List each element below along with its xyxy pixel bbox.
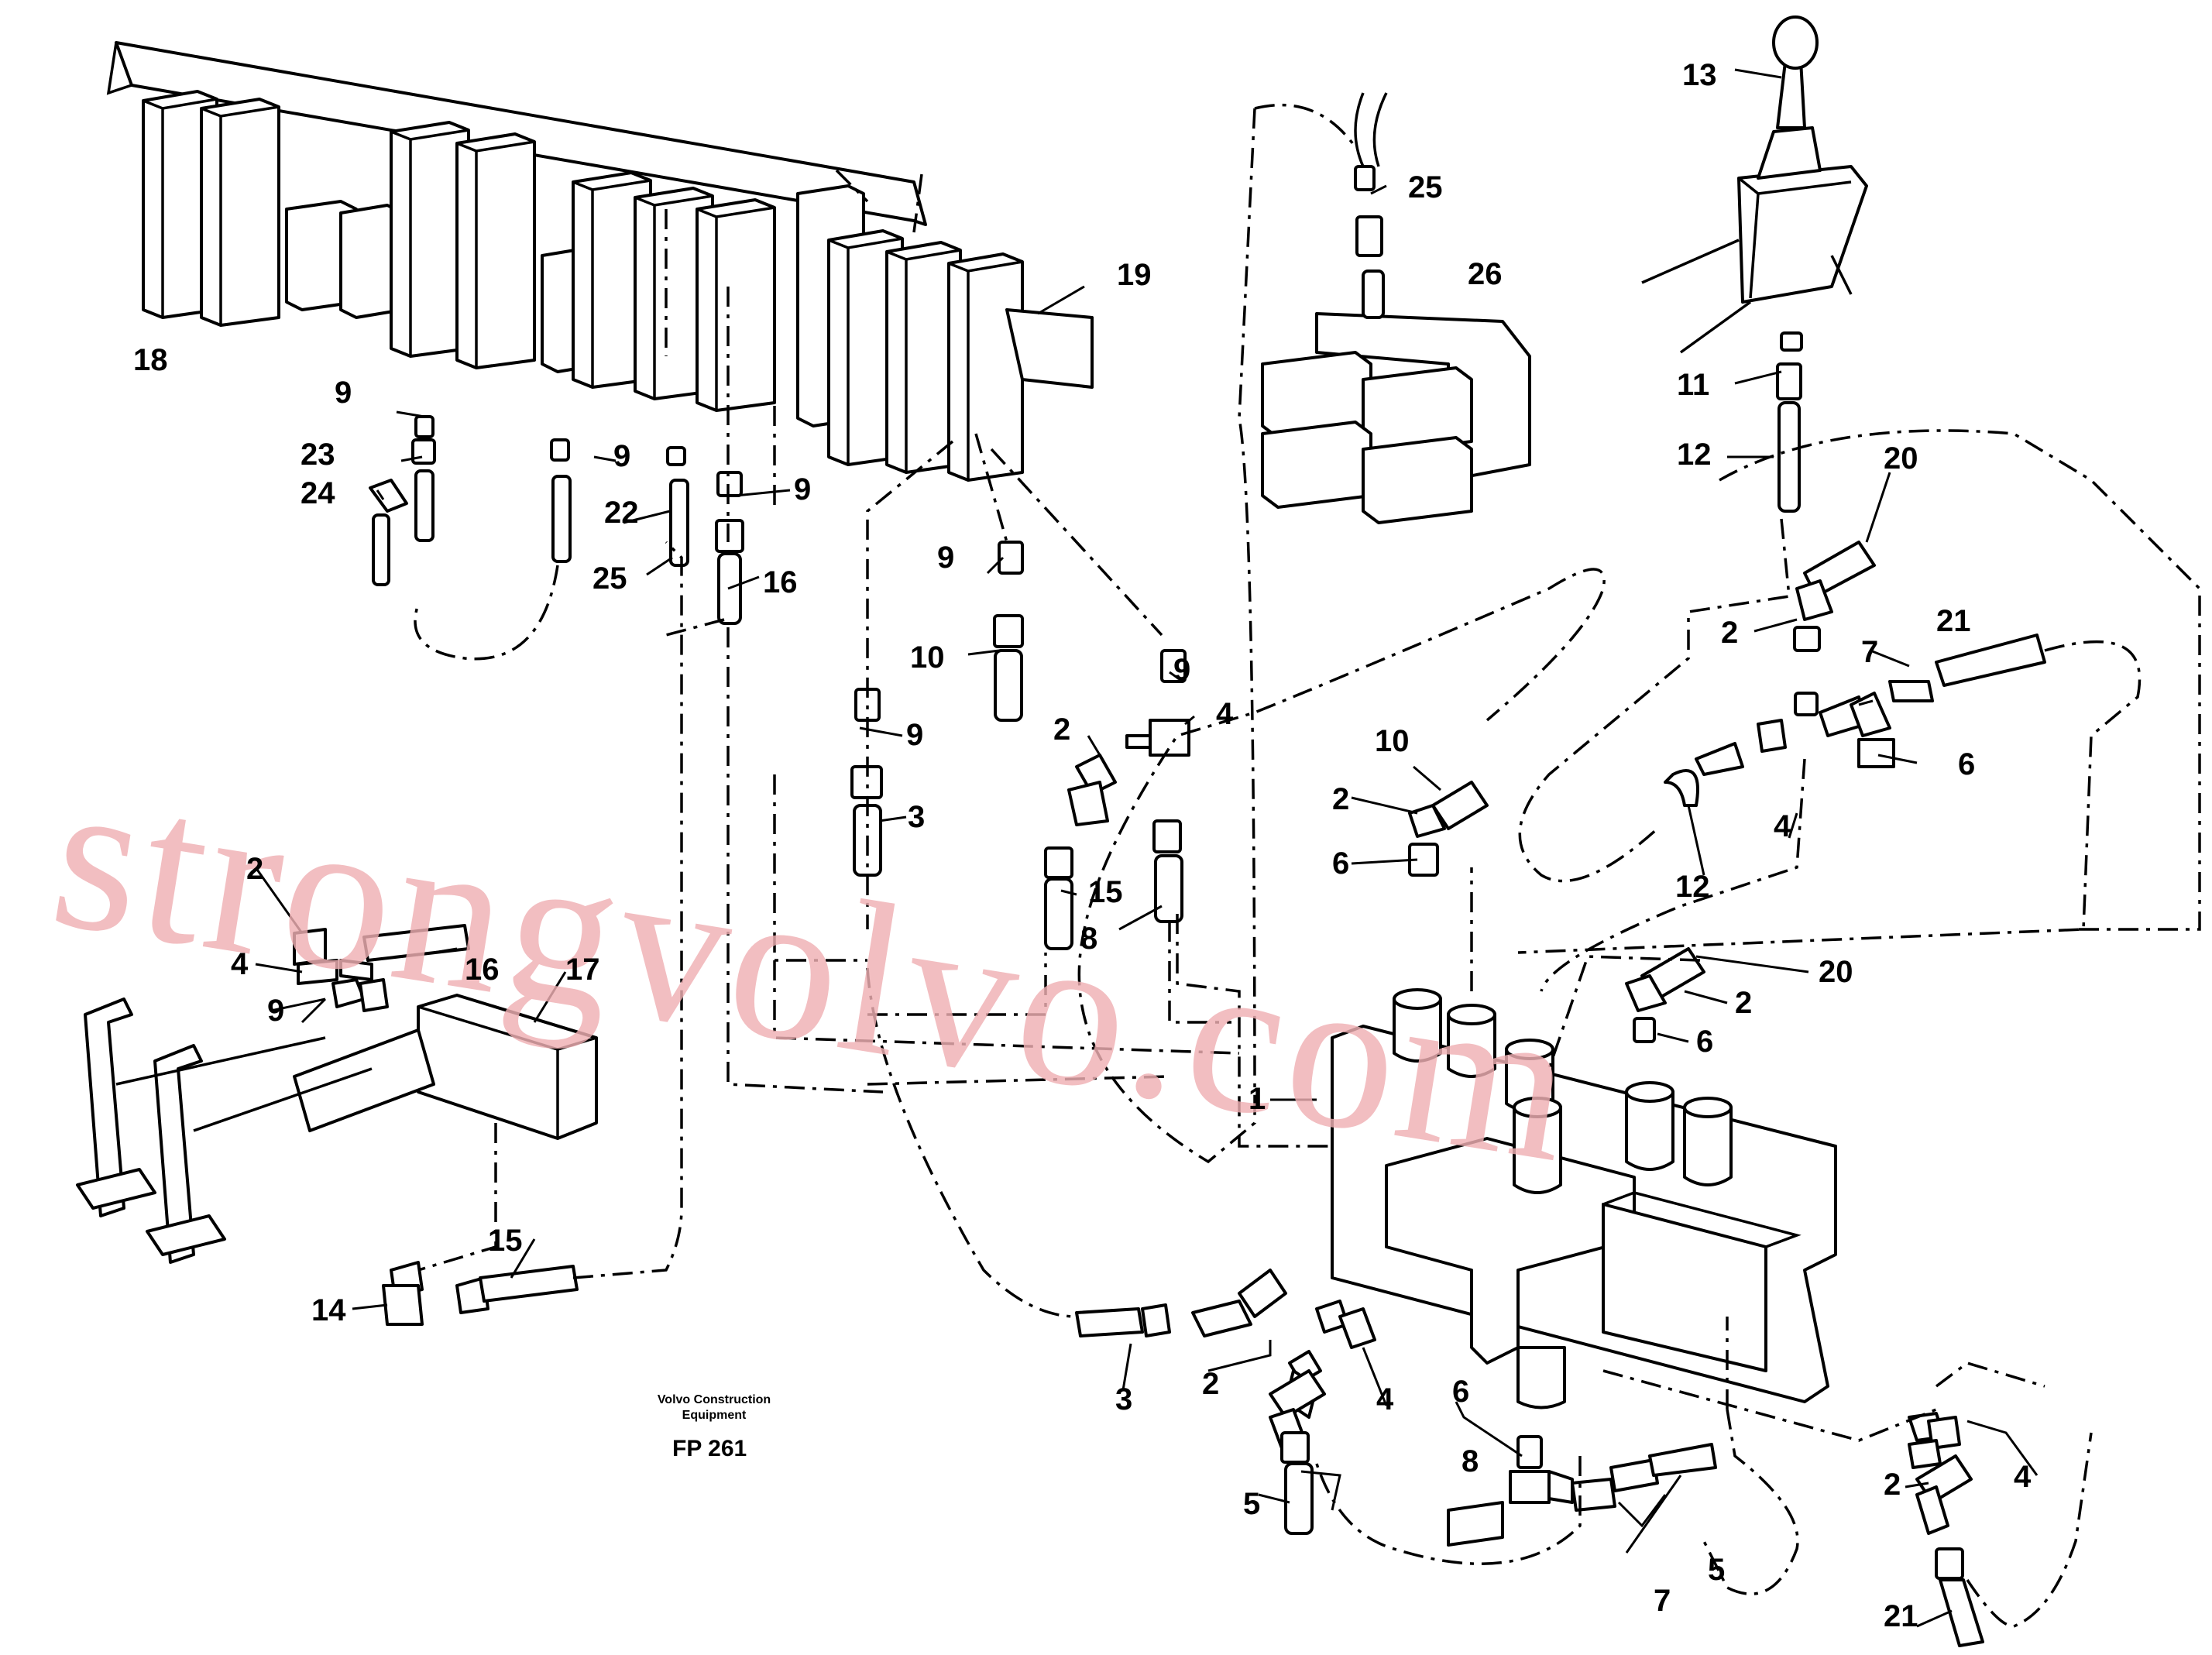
callout-label: 9 — [794, 472, 811, 506]
callout-label: 3 — [1115, 1382, 1132, 1416]
callout-label: 1 — [1249, 1082, 1266, 1116]
callout-label: 21 — [1936, 604, 1971, 638]
callout-label: 9 — [937, 541, 954, 575]
pilot-cap — [1393, 988, 1442, 1063]
callout-label: 2 — [246, 852, 263, 886]
callout-label: 15 — [1088, 875, 1123, 909]
foot-pedal-valve — [76, 994, 598, 1264]
callout-label: 20 — [1819, 955, 1853, 989]
callout-label: 23 — [301, 438, 335, 472]
callout-label: 6 — [1332, 846, 1349, 881]
callout-label: 6 — [1696, 1025, 1713, 1059]
callout-label: 4 — [2014, 1460, 2032, 1494]
manufacturer-line1: Volvo Construction — [658, 1393, 771, 1406]
valve-block — [947, 252, 1024, 482]
leader-lines — [254, 68, 2039, 1628]
hose-routing — [414, 103, 2201, 1628]
callout-label: 10 — [910, 640, 945, 675]
control-valve-assembly — [1331, 988, 1837, 1409]
valve-block — [827, 229, 904, 466]
pilot-cap — [1683, 1097, 1733, 1186]
callout-label: 2 — [1735, 986, 1752, 1020]
drawing-caption: Volvo Construction Equipment FP 261 — [658, 1393, 771, 1461]
callout-label: 19 — [1117, 258, 1152, 292]
callout-label: 9 — [906, 718, 923, 752]
callout-label: 5 — [1243, 1487, 1260, 1521]
manufacturer-line2: Equipment — [682, 1409, 747, 1422]
watermark-text: strongvolvo.com — [39, 730, 1591, 1208]
callout-label: 13 — [1682, 58, 1717, 92]
valve-block-26 — [1261, 312, 1531, 524]
valve-block — [200, 98, 280, 327]
callout-label: 9 — [335, 376, 352, 410]
callout-label: 9 — [267, 994, 284, 1028]
callout-label: 4 — [1216, 697, 1234, 731]
callout-label: 21 — [1884, 1599, 1918, 1633]
callout-label: 25 — [1408, 170, 1443, 204]
callout-label: 26 — [1468, 257, 1503, 291]
drawing-code: FP 261 — [672, 1436, 747, 1461]
callout-label: 7 — [1654, 1584, 1671, 1618]
callout-label: 18 — [133, 343, 168, 377]
callout-label: 2 — [1721, 616, 1738, 650]
callout-label: 8 — [1080, 922, 1097, 956]
pilot-cap — [1447, 1004, 1496, 1078]
callout-label: 8 — [1462, 1444, 1479, 1478]
callout-label: 9 — [613, 439, 630, 473]
callout-label: 12 — [1675, 870, 1710, 904]
callout-label: 17 — [565, 953, 600, 987]
callout-label: 25 — [592, 561, 627, 596]
valve-block — [455, 132, 536, 369]
callout-label: 12 — [1677, 438, 1712, 472]
callout-label: 16 — [465, 953, 500, 987]
callout-label: 9 — [1173, 653, 1190, 687]
callout-label: 2 — [1332, 782, 1349, 816]
callout-label: 5 — [1708, 1553, 1725, 1587]
callout-label: 22 — [604, 496, 639, 530]
callout-label: 6 — [1958, 747, 1975, 781]
callout-label: 15 — [488, 1224, 523, 1258]
callout-label: 3 — [908, 800, 925, 834]
callout-label: 2 — [1202, 1367, 1219, 1401]
callout-labels: 18 19 9 23 9 24 22 9 25 16 9 10 9 4 2 9 … — [133, 58, 2032, 1633]
callout-label: 11 — [1677, 368, 1709, 402]
callout-label: 24 — [301, 476, 335, 510]
callout-label: 4 — [1376, 1382, 1394, 1416]
fittings — [293, 92, 2046, 1647]
pilot-cap — [1505, 1039, 1554, 1113]
pilot-cap — [1625, 1081, 1674, 1171]
callout-label: 10 — [1375, 724, 1410, 758]
callout-label: 14 — [311, 1293, 346, 1327]
callout-label: 6 — [1452, 1375, 1469, 1409]
callout-label: 2 — [1053, 712, 1070, 747]
callout-label: 4 — [1774, 809, 1791, 843]
callout-label: 4 — [231, 947, 249, 981]
callout-label: 2 — [1884, 1468, 1901, 1502]
joystick-control — [1641, 15, 1868, 354]
callout-label: 20 — [1884, 441, 1918, 476]
pilot-cap — [1513, 1097, 1562, 1194]
valve-block — [696, 198, 776, 412]
valve-bank — [106, 41, 1094, 482]
callout-label: 7 — [1861, 635, 1878, 669]
callout-label: 16 — [763, 565, 798, 599]
valve-block — [572, 171, 652, 389]
